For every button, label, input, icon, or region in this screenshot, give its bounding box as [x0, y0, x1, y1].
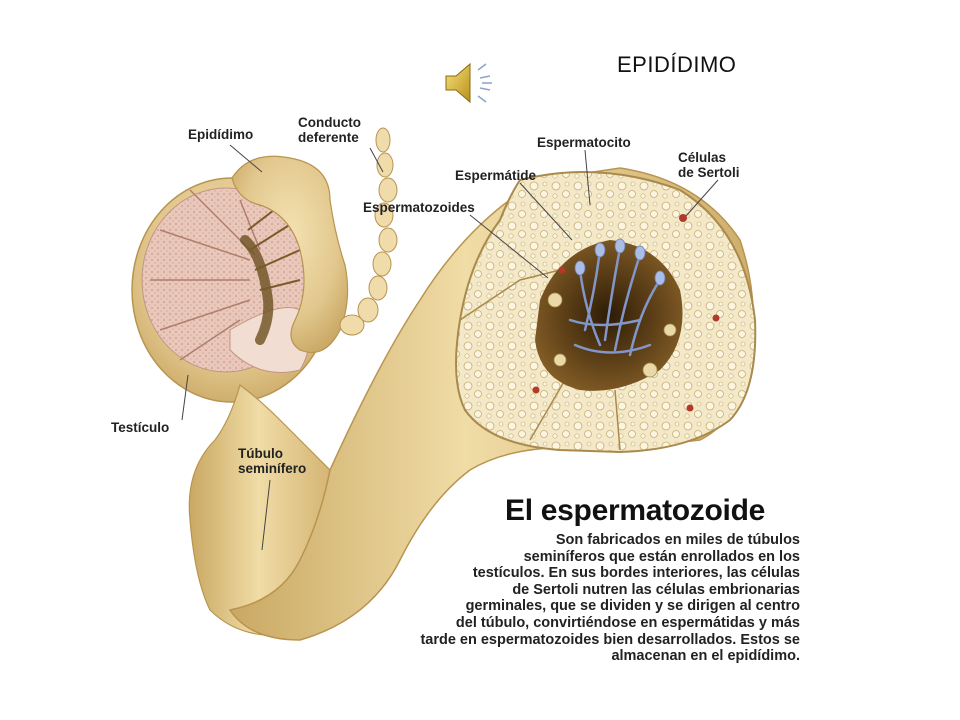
caption-line: almacenan en el epidídimo. — [611, 648, 800, 665]
label-conducto-line2: deferente — [298, 130, 359, 145]
epididymis — [231, 155, 349, 354]
label-testiculo: Testículo — [111, 420, 170, 435]
tubule-cross-section — [455, 171, 757, 454]
label-tubulo-line1: Túbulo — [238, 446, 283, 461]
label-espermatocito: Espermatocito — [537, 135, 631, 150]
label-celulas-sertoli: Células de Sertoli — [678, 150, 740, 180]
caption-line: del túbulo, convirtiéndose en espermátid… — [455, 614, 800, 631]
caption-line: testículos. En sus bordes interiores, la… — [472, 565, 800, 582]
caption-line: seminíferos que están enrollados en los — [523, 548, 800, 565]
leader-lines — [181, 144, 719, 551]
label-celulas-line2: de Sertoli — [678, 165, 740, 180]
caption-line: Son fabricados en miles de túbulos — [555, 532, 800, 548]
caption-title: El espermatozoide — [505, 494, 765, 527]
label-celulas-line1: Células — [678, 150, 727, 165]
label-epididimo: Epidídimo — [188, 127, 254, 142]
caption-line: tarde en espermatozoides bien desarrolla… — [420, 631, 800, 648]
label-espermatide: Espermátide — [455, 168, 537, 183]
caption-body: Son fabricados en miles de túbulos semin… — [420, 532, 800, 665]
caption-line: de Sertoli nutren las células embrionari… — [512, 581, 800, 598]
label-conducto-deferente: Conducto deferente — [298, 115, 361, 145]
label-tubulo-seminifero: Túbulo seminífero — [238, 446, 306, 476]
speaker-icon[interactable] — [440, 58, 496, 108]
vas-deferens — [339, 127, 398, 336]
sertoli-cells — [532, 214, 720, 412]
caption-line: germinales, que se dividen y se dirigen … — [465, 598, 800, 615]
label-conducto-line1: Conducto — [298, 115, 361, 130]
label-espermatozoides: Espermatozoides — [363, 200, 475, 215]
slide-title: EPIDÍDIMO — [617, 52, 737, 77]
label-tubulo-line2: seminífero — [238, 461, 307, 476]
